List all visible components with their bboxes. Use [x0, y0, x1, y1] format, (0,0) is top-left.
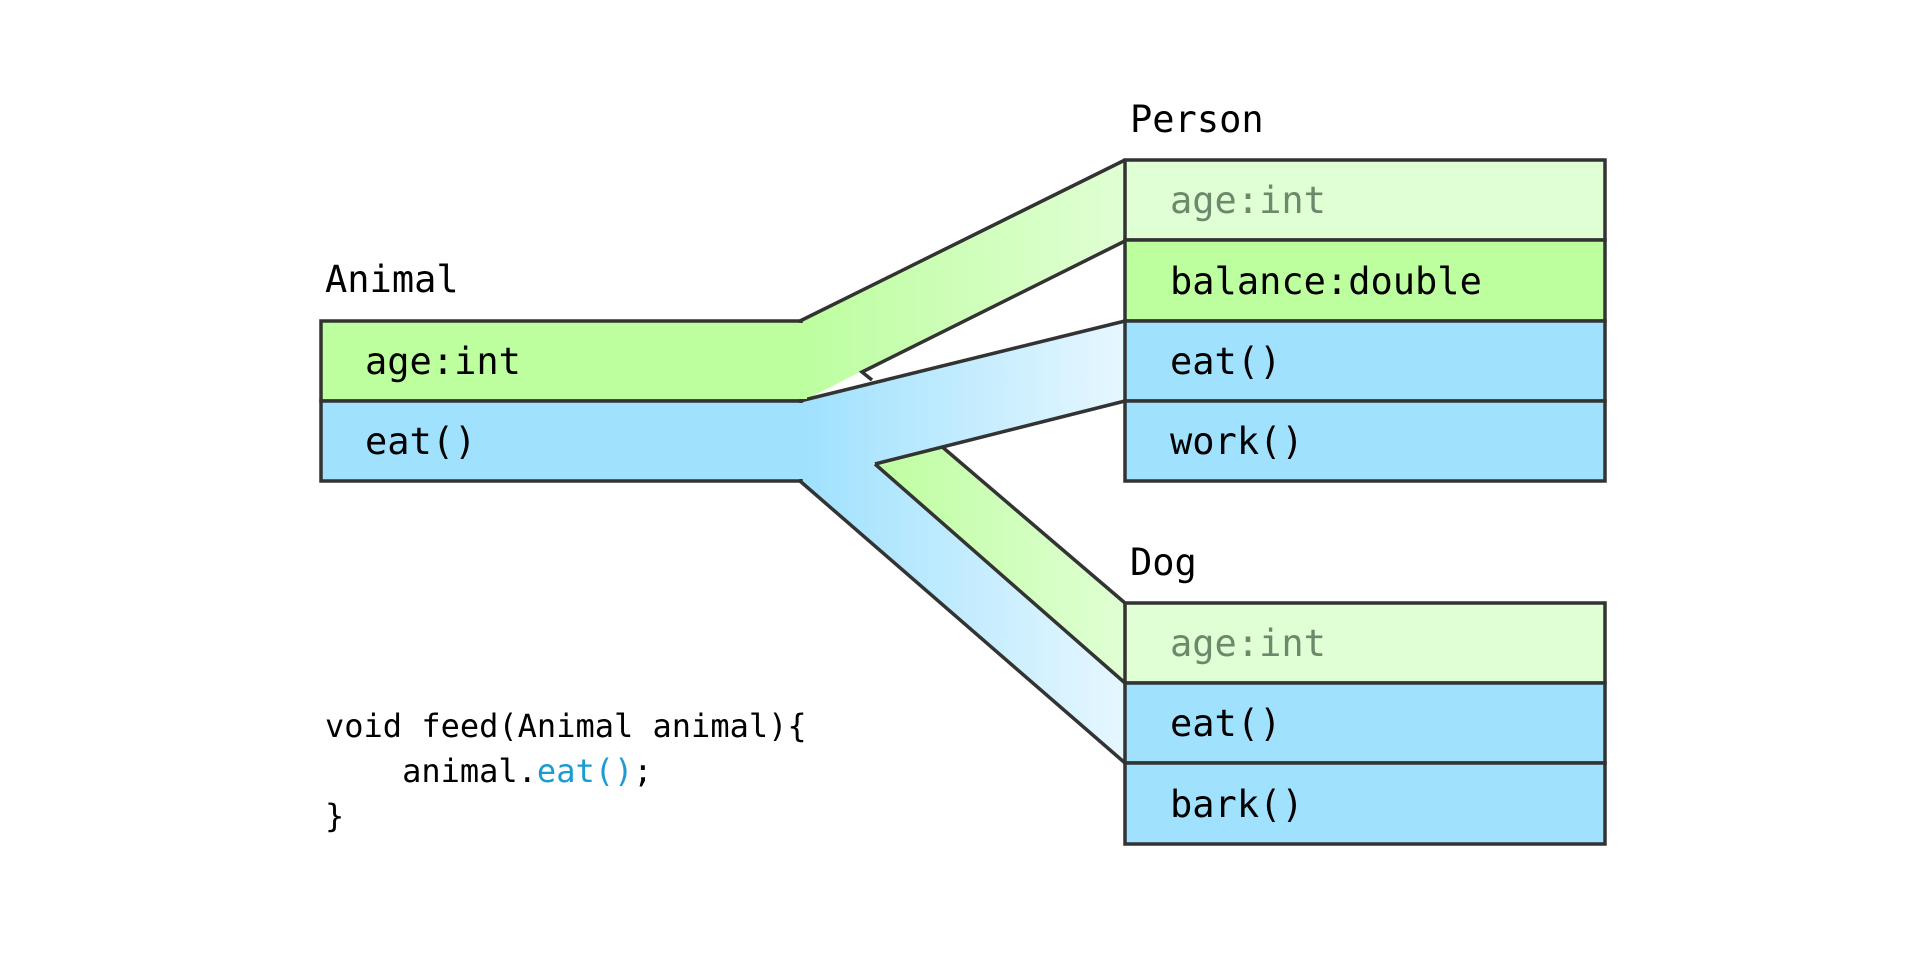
code-line-3: } [325, 797, 344, 835]
person-work-method: work() [1170, 420, 1304, 463]
dog-bark-row [1123, 761, 1607, 846]
person-balance-row [1123, 238, 1607, 323]
code-line-2-prefix: animal. [325, 752, 537, 790]
person-inherited-age-row [1123, 158, 1607, 242]
dog-bark-method: bark() [1170, 783, 1304, 826]
dog-eat-method: eat() [1170, 702, 1281, 745]
code-line-2: animal.eat(); [325, 752, 653, 790]
person-eat-row [1123, 319, 1607, 403]
dog-eat-row [1123, 681, 1607, 765]
code-snippet: void feed(Animal animal){ animal.eat(); … [325, 707, 807, 835]
eat-to-dog-flow [798, 400, 1127, 765]
age-to-dog-flow [875, 443, 1127, 683]
code-line-2-suffix: ; [633, 752, 652, 790]
animal-eat-method: eat() [365, 420, 476, 463]
person-eat-method: eat() [1170, 340, 1281, 383]
dog-inherited-age-row [1123, 601, 1607, 685]
animal-method-row [319, 399, 803, 483]
age-to-person-flow [799, 158, 1126, 400]
animal-class: Animal age:int eat() [319, 258, 803, 483]
animal-title: Animal [325, 258, 459, 301]
person-class: Person age:int balance:double eat() work… [1123, 98, 1607, 483]
animal-age-field: age:int [365, 340, 521, 383]
person-balance-field: balance:double [1170, 260, 1482, 303]
dog-title: Dog [1130, 541, 1197, 584]
person-age-field: age:int [1170, 179, 1326, 222]
code-line-1: void feed(Animal animal){ [325, 707, 807, 745]
code-eat-call: eat() [537, 752, 633, 790]
animal-field-row [319, 319, 803, 403]
dog-class: Dog age:int eat() bark() [1123, 541, 1607, 846]
person-work-row [1123, 399, 1607, 483]
eat-to-person-flow [799, 319, 1126, 466]
dog-age-field: age:int [1170, 622, 1326, 665]
person-title: Person [1130, 98, 1264, 141]
